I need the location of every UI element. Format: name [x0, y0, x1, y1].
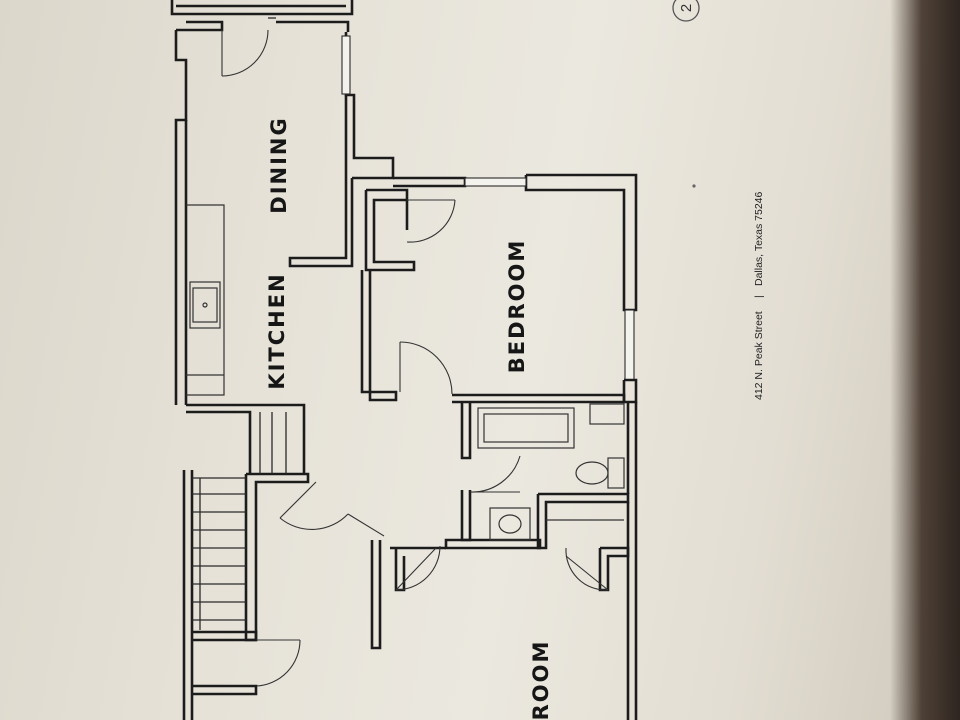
window-bedroom-top: [464, 177, 527, 187]
address-street: 412 N. Peak Street: [753, 311, 765, 400]
address-separator: |: [753, 295, 765, 298]
bath-sink: [489, 507, 531, 541]
page-number: 2: [678, 4, 695, 12]
kitchen-counter: [186, 204, 225, 396]
page-number-badge: 2: [672, 0, 700, 22]
bathtub: [477, 407, 575, 449]
toilet-tank: [607, 457, 625, 489]
label-bedroom-partial: ROOM: [529, 640, 553, 720]
address-block: 412 N. Peak Street | Dallas, Texas 75246: [753, 191, 765, 400]
label-dining: DINING: [267, 116, 291, 213]
label-kitchen: KITCHEN: [265, 272, 289, 389]
stairs: [192, 412, 287, 630]
door-swings: [192, 17, 609, 696]
toilet-bowl: [575, 461, 609, 485]
window-bedroom-right: [624, 309, 635, 381]
label-bedroom: BEDROOM: [505, 239, 529, 374]
window-dining: [341, 35, 351, 95]
paper-dot: [692, 184, 696, 188]
walls: [170, 0, 638, 720]
bath-fixtures: [477, 403, 625, 541]
kitchen-sink: [189, 281, 221, 329]
address-city: Dallas, Texas 75246: [753, 191, 765, 286]
paper-edge-shadow: [890, 0, 960, 720]
